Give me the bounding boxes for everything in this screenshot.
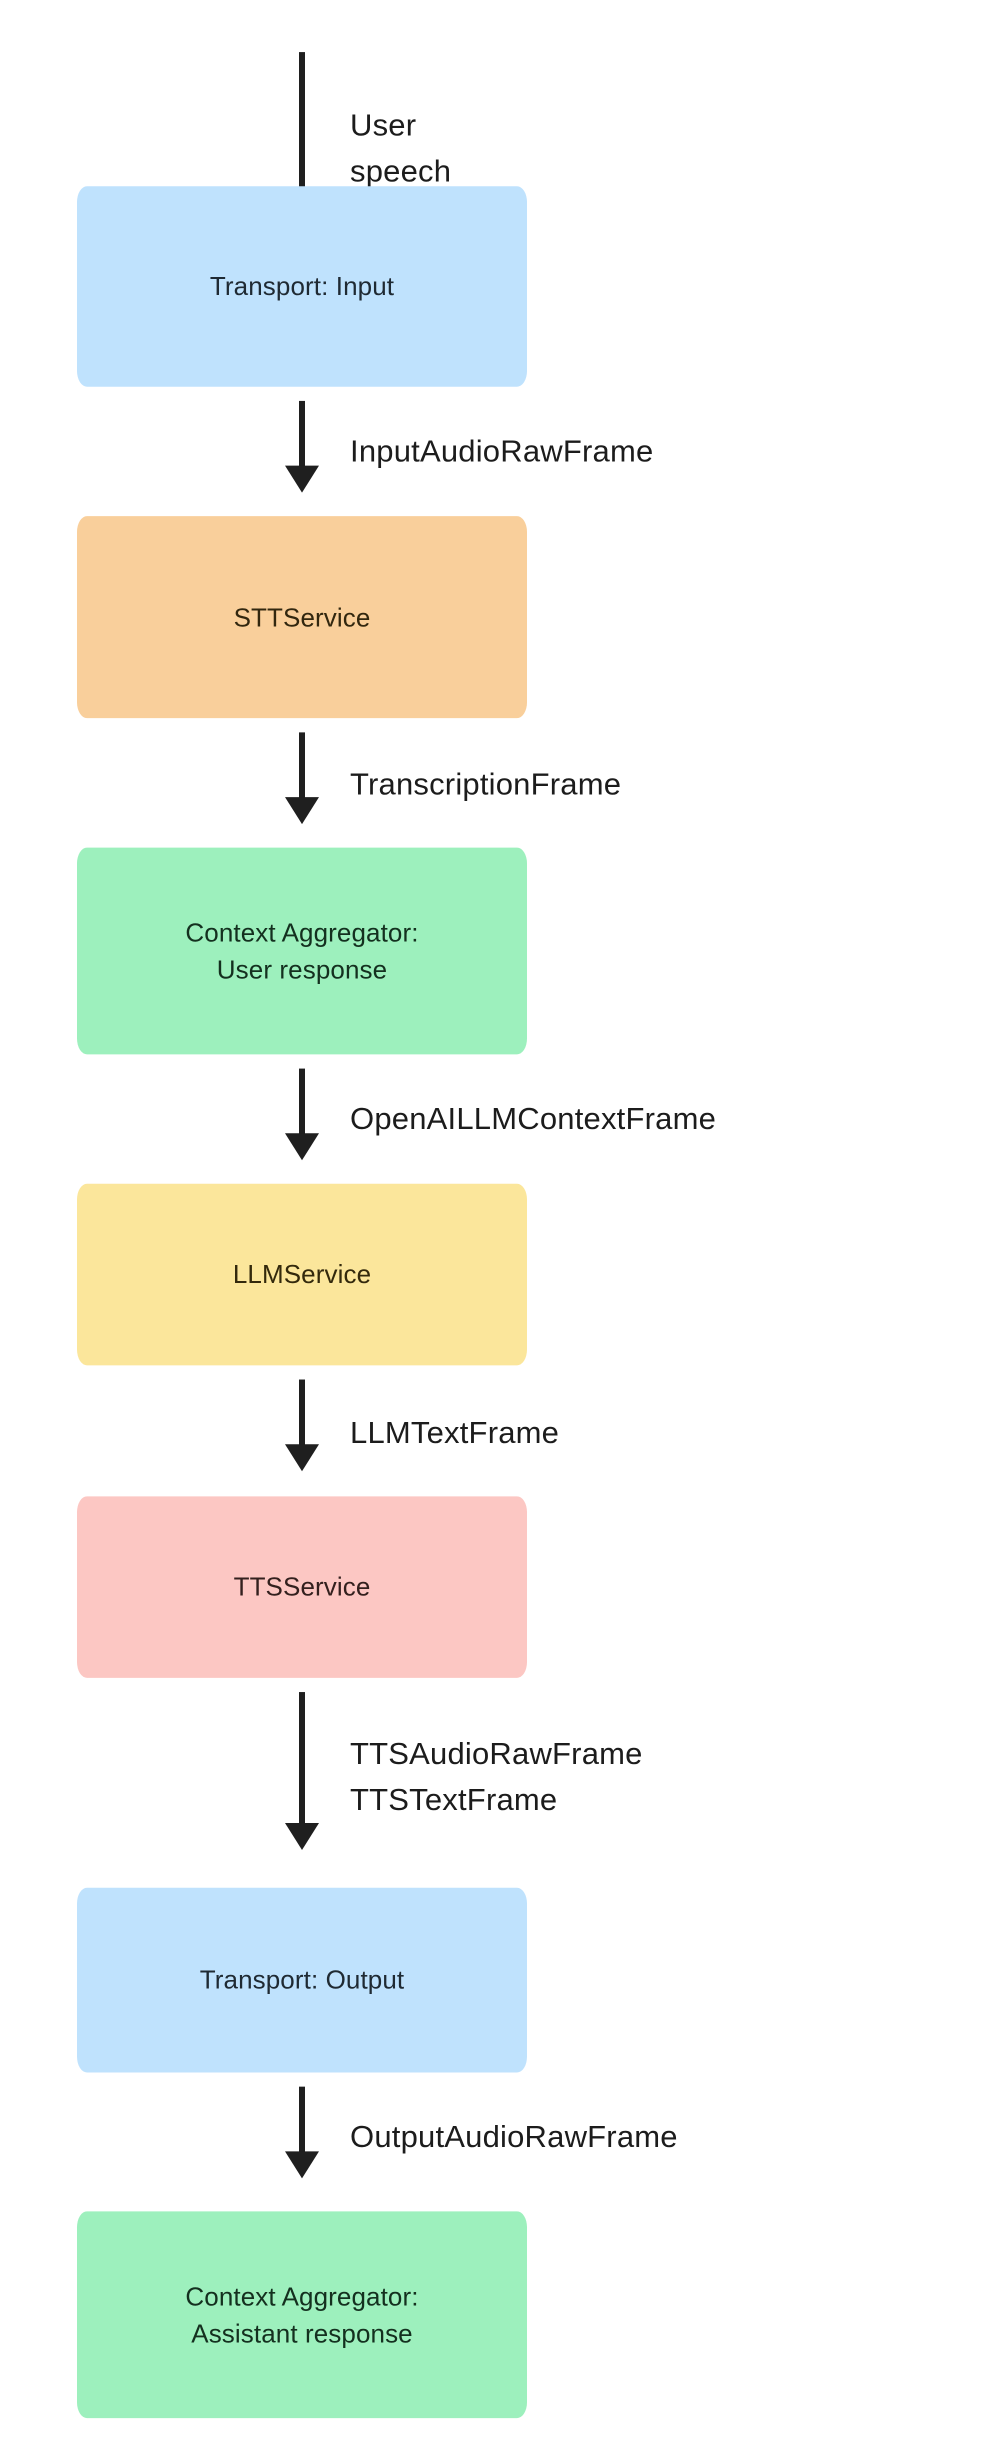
edge-tts-audio-text-label: TTSAudioRawFrame TTSTextFrame <box>350 1736 643 1818</box>
node-llm-service[interactable]: LLMService <box>77 1183 527 1366</box>
node-transport-output-label: Transport: Output <box>199 1964 405 1995</box>
node-llm-service-label: LLMService <box>232 1259 372 1290</box>
edge-tts-audio-text-arrowhead <box>285 1823 319 1851</box>
node-transport-input[interactable]: Transport: Input <box>77 186 527 387</box>
edge-output-audio-label: OutputAudioRawFrame <box>350 2119 678 2155</box>
node-context-aggregator-user-label: Context Aggregator: User response <box>185 917 419 984</box>
node-tts-service[interactable]: TTSService <box>77 1496 527 1678</box>
edge-llm-text-arrowhead <box>285 1444 319 1472</box>
node-context-aggregator-assistant-label: Context Aggregator: Assistant response <box>185 2280 419 2348</box>
edge-transcription-line <box>299 732 305 809</box>
edge-output-audio-line <box>299 2086 305 2163</box>
edge-input-audio-arrowhead <box>285 465 319 493</box>
edge-transcription-arrowhead <box>285 797 319 825</box>
edge-llm-text-line <box>299 1379 305 1456</box>
edge-openai-context-label: OpenAILLMContextFrame <box>350 1101 717 1137</box>
node-stt-service-label: STTService <box>233 601 371 632</box>
edge-openai-context-line <box>299 1068 305 1145</box>
node-transport-input-label: Transport: Input <box>209 271 395 302</box>
edge-openai-context-arrowhead <box>285 1133 319 1161</box>
node-transport-output[interactable]: Transport: Output <box>77 1887 527 2073</box>
node-context-aggregator-assistant[interactable]: Context Aggregator: Assistant response <box>77 2211 527 2419</box>
edge-input-audio-label: InputAudioRawFrame <box>350 433 654 469</box>
edge-transcription-label: TranscriptionFrame <box>350 766 622 802</box>
node-context-aggregator-user[interactable]: Context Aggregator: User response <box>77 847 527 1055</box>
edge-tts-audio-text-line <box>299 1692 305 1830</box>
edge-user-speech-label: User speech <box>350 107 452 189</box>
edge-llm-text-label: LLMTextFrame <box>350 1415 560 1451</box>
edge-output-audio-arrowhead <box>285 2151 319 2179</box>
node-tts-service-label: TTSService <box>233 1571 371 1602</box>
node-stt-service[interactable]: STTService <box>77 516 527 719</box>
edge-input-audio-line <box>299 400 305 480</box>
